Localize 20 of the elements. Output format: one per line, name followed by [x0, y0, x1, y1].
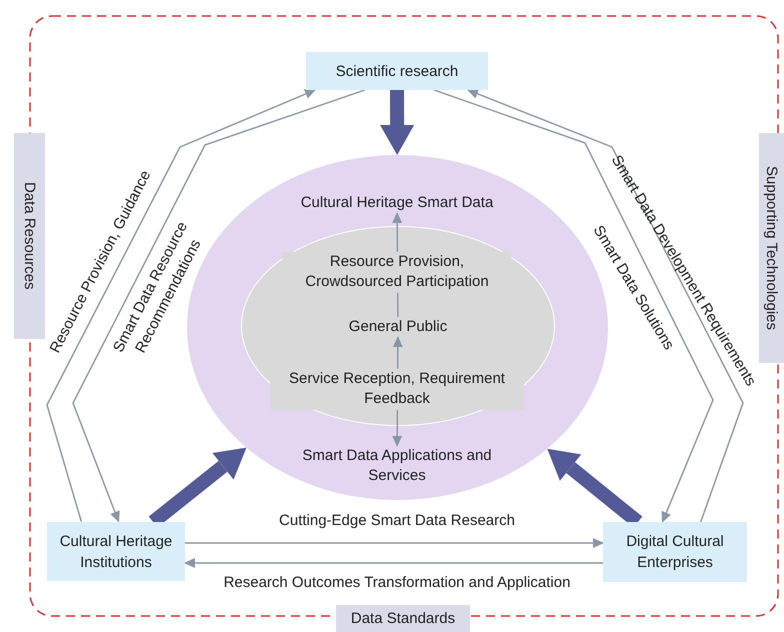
arrow — [434, 89, 714, 523]
arrow — [46, 89, 316, 522]
arrow — [185, 538, 604, 548]
block-arrow — [380, 90, 414, 155]
arrow — [72, 89, 366, 522]
bottom-label-band: Data Standards — [336, 605, 470, 632]
entity-box: Cultural Heritage Institutions — [47, 522, 185, 581]
ellipse-heading: Cultural Heritage Smart Data — [300, 192, 494, 214]
edge-label: Research Outcomes Transformation and Application — [224, 572, 570, 593]
edge-label: Service Reception, Requirement Feedback — [270, 368, 524, 410]
edge-label: Cutting-Edge Smart Data Research — [279, 510, 515, 531]
center-label: General Public — [348, 316, 448, 338]
side-label-band: Data Resources — [14, 133, 45, 339]
arrow — [467, 89, 744, 522]
arrow — [184, 558, 603, 568]
edge-label: Resource Provision, Crowdsourced Participation — [282, 252, 512, 292]
ellipse-heading: Smart Data Applications and Services — [277, 446, 517, 486]
entity-box: Digital Cultural Enterprises — [603, 522, 747, 582]
side-label-band: Supporting Technologies — [759, 133, 784, 363]
entity-box: Scientific research — [306, 52, 488, 90]
